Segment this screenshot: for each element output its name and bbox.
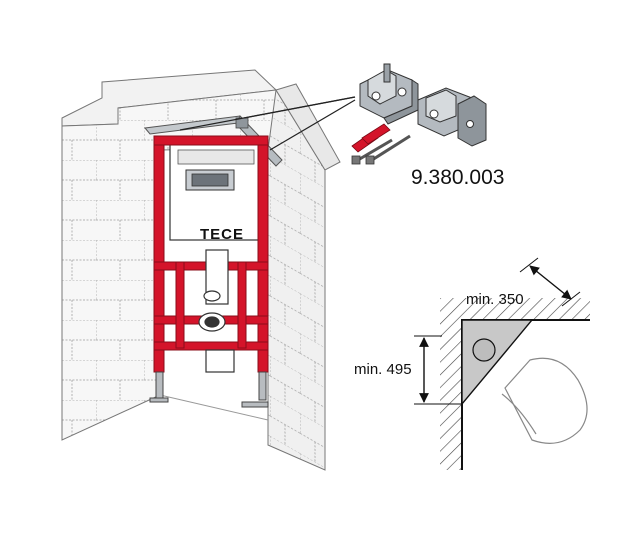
- cistern-tank: TECE: [169, 143, 263, 243]
- frame-feet: [149, 371, 269, 408]
- wall-anchor-icon: [351, 123, 411, 165]
- plan-wall-top: [440, 298, 590, 320]
- tece-logo: TECE: [200, 226, 244, 243]
- article-number: 9.380.003: [411, 166, 504, 189]
- width-label: min. 350: [466, 291, 524, 308]
- frame-left-post: [153, 139, 165, 373]
- mounting-bracket-icon: [359, 63, 419, 125]
- drain-circle: [472, 338, 496, 362]
- plan-wall-left: [440, 320, 462, 470]
- bracket-kit: 9.380.003: [351, 63, 504, 189]
- frame-top-bar: [153, 135, 269, 146]
- height-label: min. 495: [354, 361, 412, 378]
- plan-view: min. 350 min. 495: [354, 257, 590, 470]
- toilet-bowl-icon: [501, 357, 588, 444]
- mounting-bracket-icon: [417, 87, 487, 147]
- frame-bottom-bar: [153, 341, 269, 351]
- width-dimension: min. 350: [466, 257, 581, 308]
- callout-lines: [179, 96, 356, 151]
- frame-right-post: [257, 139, 269, 373]
- drain-pipes: [198, 249, 235, 373]
- height-dimension: min. 495: [354, 335, 462, 405]
- corner-walls: [61, 69, 341, 471]
